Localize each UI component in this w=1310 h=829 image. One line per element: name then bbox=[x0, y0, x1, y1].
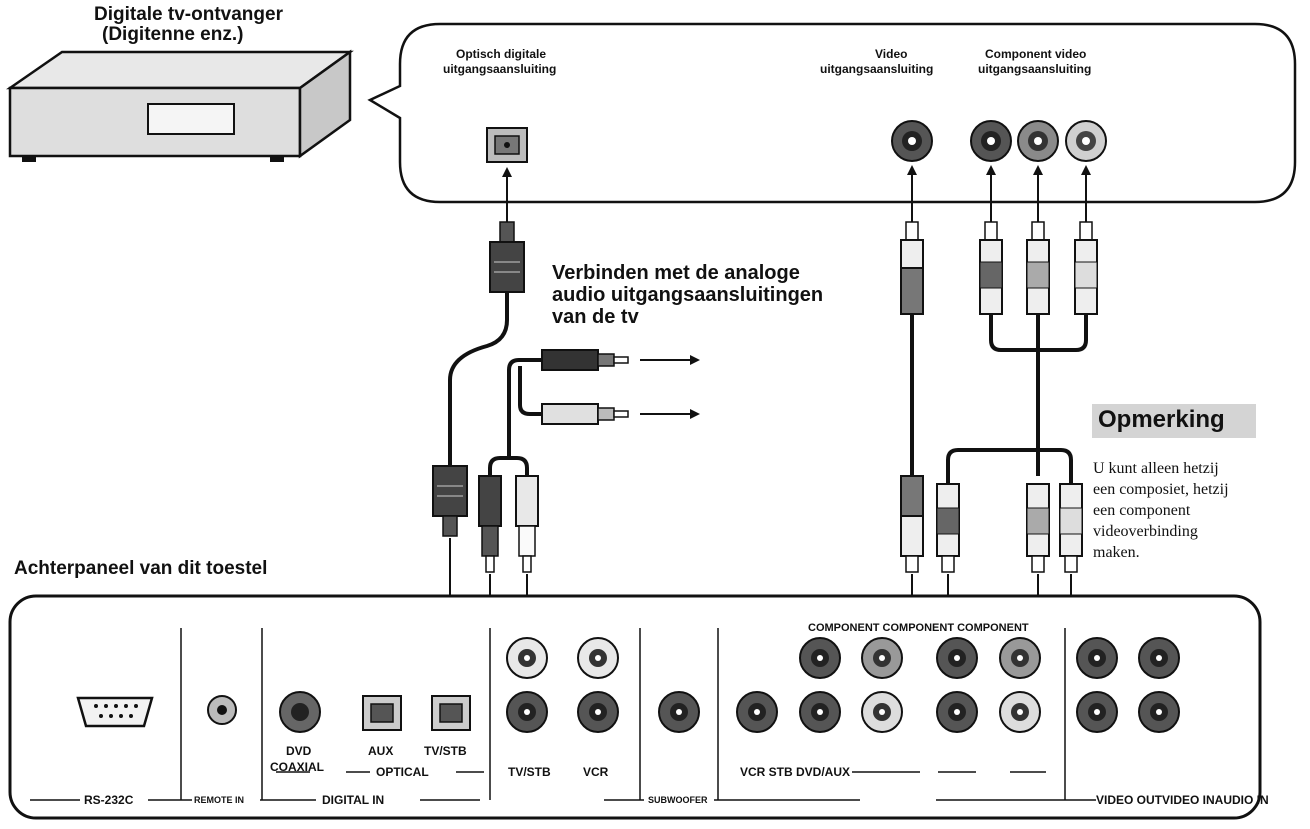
component-output-label-2: uitgangsaansluiting bbox=[978, 62, 1092, 76]
video-out-jack-top bbox=[1076, 637, 1118, 679]
remark-line5: maken. bbox=[1093, 544, 1140, 561]
optical-output-label-2: uitgangsaansluiting bbox=[443, 62, 557, 76]
vcr-label: VCR bbox=[583, 765, 609, 779]
optical-label: OPTICAL bbox=[376, 765, 429, 779]
analog-note-line1: Verbinden met de analoge bbox=[552, 262, 800, 284]
tvstb-audio-l-jack bbox=[506, 691, 548, 733]
callout-box bbox=[367, 22, 1297, 204]
audio-in-jack-bottom bbox=[1138, 691, 1180, 733]
rear-panel-title: Achterpaneel van dit toestel bbox=[14, 558, 268, 579]
digital-in-label: DIGITAL IN bbox=[322, 793, 385, 807]
tvstb-analog-label: TV/STB bbox=[508, 765, 551, 779]
aux-label: AUX bbox=[368, 744, 394, 758]
video-audio-bottom-label: VIDEO OUTVIDEO INAUDIO IN bbox=[1096, 793, 1269, 807]
analog-audio-cable bbox=[478, 349, 629, 573]
panel-dividers bbox=[180, 628, 1066, 800]
panel-baselines bbox=[30, 771, 1096, 801]
video-out-jack-bottom bbox=[1076, 691, 1118, 733]
remark-line3: een component bbox=[1093, 502, 1191, 519]
component-jack-bottom-2 bbox=[999, 691, 1041, 733]
optical-output-label-1: Optisch digitale bbox=[456, 47, 547, 61]
composite-video-cable bbox=[900, 221, 924, 573]
subwoofer-jack bbox=[658, 691, 700, 733]
rs232c-label: RS-232C bbox=[84, 793, 134, 807]
dvd-coaxial-jack bbox=[279, 691, 321, 733]
vcr-audio-r-jack bbox=[577, 637, 619, 679]
optical-cable bbox=[432, 221, 525, 537]
analog-note-line2: audio uitgangsaansluitingen bbox=[552, 284, 824, 306]
component-heading-label: COMPONENT COMPONENT COMPONENT bbox=[808, 622, 1029, 634]
component-jack-top-4 bbox=[999, 637, 1041, 679]
component-jack-bottom-1 bbox=[936, 691, 978, 733]
dvd-aux-video-jack bbox=[861, 691, 903, 733]
tvstb-audio-r-jack bbox=[506, 637, 548, 679]
tvstb-optical-jack bbox=[431, 695, 471, 731]
subwoofer-label: SUBWOOFER bbox=[648, 795, 708, 805]
component-output-jack-y bbox=[970, 120, 1012, 162]
vcr-video-jack bbox=[736, 691, 778, 733]
component-jack-top-3 bbox=[936, 637, 978, 679]
video-output-jack bbox=[891, 120, 933, 162]
remark-heading-box bbox=[1092, 404, 1256, 438]
component-video-cable bbox=[936, 221, 1098, 573]
digital-tv-receiver-icon bbox=[5, 49, 354, 162]
video-output-label-1: Video bbox=[875, 47, 908, 61]
receiver-title-line1: Digitale tv-ontvanger bbox=[94, 4, 283, 25]
component-output-jack-pr bbox=[1065, 120, 1107, 162]
vcr-stb-dvd-label: VCR STB DVD/AUX bbox=[740, 765, 851, 779]
component-output-label-1: Component video bbox=[985, 47, 1087, 61]
stb-video-jack bbox=[799, 691, 841, 733]
component-jack-top-1 bbox=[799, 637, 841, 679]
analog-note-line3: van de tv bbox=[552, 306, 639, 328]
remote-in-label: REMOTE IN bbox=[194, 795, 245, 805]
vcr-audio-l-jack bbox=[577, 691, 619, 733]
remark-heading: Opmerking bbox=[1098, 406, 1225, 433]
remark-line1: U kunt alleen hetzij bbox=[1093, 460, 1219, 477]
dvd-label: DVD bbox=[286, 744, 312, 758]
tvstb-optical-label: TV/STB bbox=[424, 744, 467, 758]
component-output-jack-pb bbox=[1017, 120, 1059, 162]
rs232c-port bbox=[76, 696, 154, 728]
video-output-label-2: uitgangsaansluiting bbox=[820, 62, 934, 76]
receiver-title-line2: (Digitenne enz.) bbox=[102, 24, 244, 45]
coaxial-label: COAXIAL bbox=[270, 760, 324, 774]
remark-line2: een composiet, hetzij bbox=[1093, 481, 1229, 498]
audio-in-jack-top bbox=[1138, 637, 1180, 679]
aux-optical-jack bbox=[362, 695, 402, 731]
rear-panel bbox=[8, 594, 1262, 820]
optical-output-jack bbox=[486, 127, 528, 163]
remote-in-jack bbox=[207, 695, 237, 725]
remark-line4: videoverbinding bbox=[1093, 523, 1198, 540]
component-jack-top-2 bbox=[861, 637, 903, 679]
